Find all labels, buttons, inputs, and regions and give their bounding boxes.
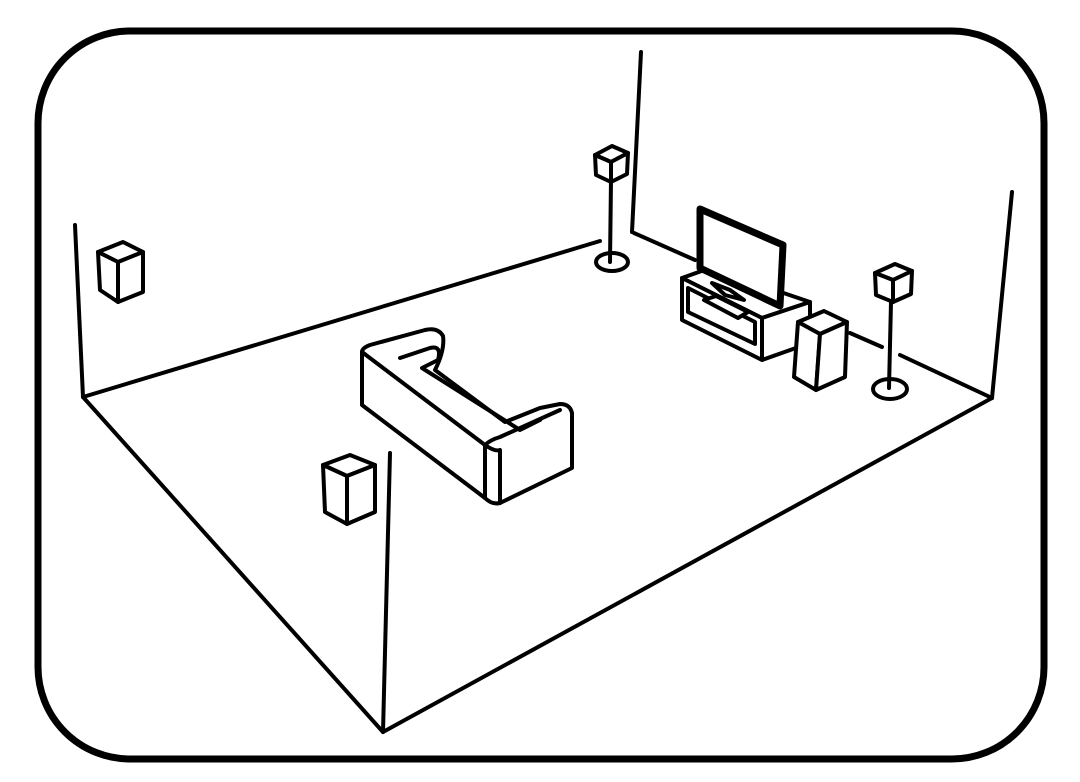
- front-right-speaker: [871, 262, 914, 401]
- frame-border: [34, 27, 1048, 763]
- wall-corner-left: [73, 223, 85, 399]
- sofa: [360, 327, 574, 506]
- tv: [696, 205, 787, 310]
- floor-edge-right-front: [381, 396, 994, 734]
- wall-corner-right: [990, 190, 1014, 400]
- surround-left-speaker: [96, 240, 145, 304]
- subwoofer: [792, 309, 849, 392]
- front-left-speaker: [593, 144, 630, 273]
- floor-edge-right-back-3: [898, 353, 994, 400]
- surround-back-speaker: [321, 453, 377, 526]
- wall-corner-back: [630, 50, 643, 234]
- wall-corner-front: [381, 451, 392, 734]
- floor-edge-left-back: [81, 239, 602, 399]
- room: [73, 50, 1014, 734]
- floor-edge-right-back-2: [848, 331, 884, 349]
- floor-edge-left-front: [81, 395, 385, 734]
- floor-edge-right-back-1: [632, 231, 697, 262]
